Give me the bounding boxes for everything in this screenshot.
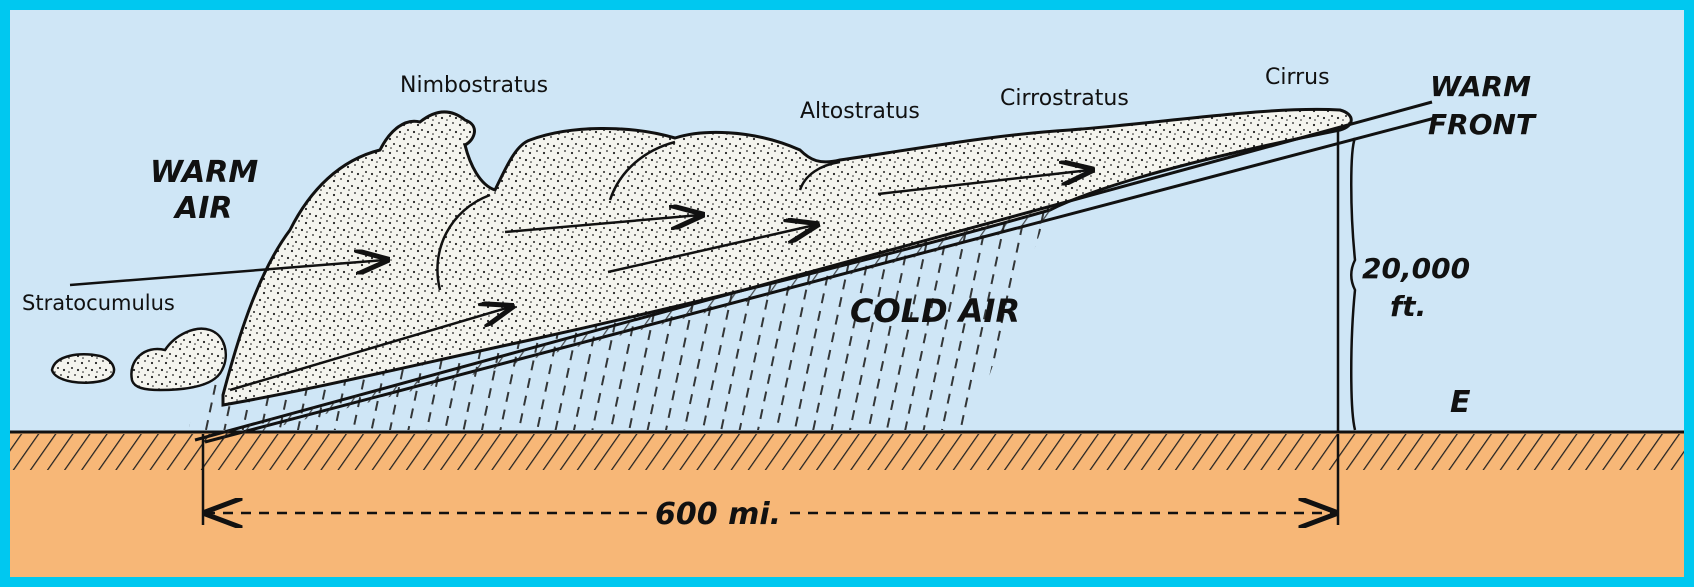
- ground-hatching: [10, 434, 1684, 470]
- warm-front-label-1: WARM: [1430, 70, 1531, 103]
- height-value-label: 20,000: [1362, 252, 1470, 285]
- warm-air-label-1: WARM: [150, 155, 258, 190]
- cirrus-label: Cirrus: [1265, 65, 1330, 90]
- altostratus-label: Altostratus: [800, 99, 920, 124]
- warm-front-diagram: WARM AIR WARM FRONT COLD AIR 20,000 ft. …: [10, 10, 1684, 577]
- stratocumulus-label: Stratocumulus: [22, 291, 175, 315]
- distance-label: 600 mi.: [655, 497, 781, 532]
- nimbostratus-label: Nimbostratus: [400, 73, 548, 98]
- direction-label: E: [1450, 385, 1471, 420]
- height-unit-label: ft.: [1390, 290, 1426, 323]
- cirrostratus-label: Cirrostratus: [1000, 86, 1129, 111]
- warm-front-label-2: FRONT: [1428, 108, 1537, 141]
- cold-air-label: COLD AIR: [850, 292, 1020, 330]
- stratocumulus-cloud-1: [52, 354, 114, 382]
- warm-air-label-2: AIR: [173, 191, 232, 226]
